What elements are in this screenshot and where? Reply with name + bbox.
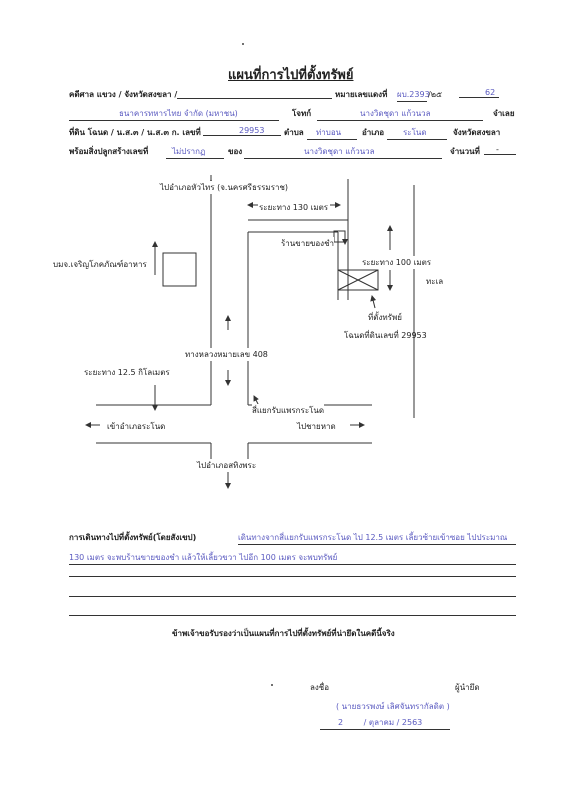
- defendant-label: จำเลย: [493, 109, 515, 118]
- amphoe-label: อำเภอ: [362, 128, 385, 137]
- building-no: ไม่ปรากฏ: [166, 145, 224, 159]
- owner-label: ของ: [228, 147, 243, 156]
- scan-speck: [271, 684, 273, 686]
- directions-line-1: เดินทางจากสี่แยกรับแพรกระโนด ไป 12.5 เมต…: [238, 531, 516, 545]
- sign-date: 2 / ตุลาคม / 2563: [320, 716, 450, 730]
- label-to-beach: ไปชายหาด: [297, 420, 336, 433]
- land-label: ที่ดิน โฉนด / น.ส.๓ / น.ส.๓ ก. เลขที่: [69, 128, 201, 137]
- land-no: 29953: [203, 126, 281, 136]
- label-property: ที่ตั้งทรัพย์: [368, 313, 402, 322]
- blank-line: [69, 576, 516, 577]
- defendant-name: นางวิดชุดา แก้วนวล: [317, 107, 483, 121]
- label-intersection: สี่แยกรับแพรกระโนด: [252, 404, 325, 417]
- page-title: แผนที่การไปที่ตั้งทรัพย์: [228, 68, 354, 83]
- sign-year: 2563: [401, 718, 423, 727]
- arrow-property: [370, 295, 377, 309]
- company-box: [162, 252, 197, 287]
- amphoe: ระโนด: [387, 126, 447, 140]
- blank-line: [69, 596, 516, 597]
- scan-speck: [242, 43, 244, 45]
- directions-label: การเดินทางไปที่ตั้งทรัพย์(โดยสังเขป): [69, 533, 197, 542]
- label-dist-12-5: ระยะทาง 12.5 กิโลเมตร: [84, 366, 170, 379]
- label-company: บมจ.เจริญโภคภัณฑ์อาหาร: [53, 258, 147, 271]
- case-no: ผบ.2393: [397, 88, 430, 102]
- plaintiff-label: โจทก์: [292, 109, 312, 118]
- case-no-label: หมายเลขแดงที่: [335, 90, 388, 99]
- province-label: จังหวัดสงขลา: [453, 128, 501, 137]
- signer-name: ( นายธวรพงษ์ เลิศจันทรากัลดิต ): [336, 702, 450, 711]
- shop-box: [333, 230, 346, 243]
- sign-month: ตุลาคม: [368, 718, 395, 727]
- tambon-label: ตำบล: [284, 128, 304, 137]
- case-year: 62: [459, 88, 499, 98]
- label-to-hua-sai: ไปอำเภอหัวไทร (จ.นครศรีธรรมราช): [160, 181, 289, 194]
- sign-role: ผู้นำยึด: [455, 683, 480, 692]
- count: -: [484, 145, 516, 155]
- label-dist-130: ระยะทาง 130 เมตร: [259, 201, 329, 214]
- court-label: คดีศาล แขวง / จังหวัดสงขลา /: [69, 90, 178, 99]
- label-to-sathing-phra: ไปอำเภอสทิงพระ: [197, 459, 257, 472]
- certify-text: ข้าพเจ้าขอรับรองว่าเป็นแผนที่การไปที่ตั้…: [172, 629, 395, 638]
- label-highway: ทางหลวงหมายเลข 408: [185, 348, 268, 361]
- case-year-sep: /๒๕: [428, 90, 443, 99]
- directions-line-2: 130 เมตร จะพบร้านขายของชำ แล้วให้เลี้ยวข…: [69, 551, 516, 565]
- sign-day: 2: [338, 718, 344, 727]
- count-label: จำนวนที่: [450, 147, 480, 156]
- owner-name: นางวิดชุดา แก้วนวล: [244, 145, 442, 159]
- property-cross: [337, 269, 379, 291]
- label-sea: ทะเล: [426, 277, 444, 286]
- tambon: ท่าบอน: [307, 126, 357, 140]
- blank-line: [69, 615, 516, 616]
- underline: [177, 98, 332, 99]
- sign-label: ลงชื่อ: [310, 683, 330, 692]
- property-box: [337, 269, 379, 291]
- label-deed: โฉนดที่ดินเลขที่ 29953: [344, 331, 427, 340]
- building-label: พร้อมสิ่งปลูกสร้างเลขที่: [69, 147, 149, 156]
- plaintiff-name: ธนาคารทหารไทย จำกัด (มหาชน): [69, 107, 279, 121]
- label-shop: ร้านขายของชำ: [281, 237, 335, 250]
- label-to-ranot: เข้าอำเภอระโนด: [107, 420, 166, 433]
- label-dist-100: ระยะทาง 100 เมตร: [362, 256, 432, 269]
